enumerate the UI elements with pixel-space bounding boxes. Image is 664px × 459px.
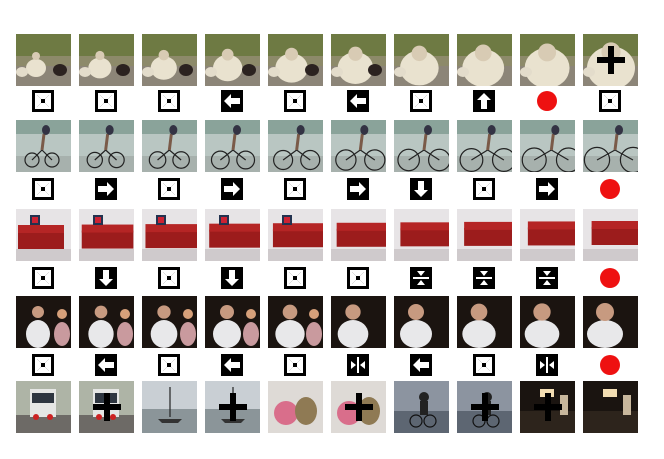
motorbike-2-thumbnail[interactable] bbox=[457, 381, 512, 433]
sheep-2-thumbnail[interactable] bbox=[79, 34, 134, 86]
people-10-thumbnail[interactable] bbox=[583, 296, 638, 348]
zoom-out-arrow-icon bbox=[410, 90, 432, 112]
stop-dot-icon bbox=[536, 90, 558, 112]
motorbike-1-thumbnail[interactable] bbox=[394, 381, 449, 433]
sofa-8-thumbnail[interactable] bbox=[457, 209, 512, 261]
right-arrow-icon bbox=[536, 178, 558, 200]
zoom-out-arrow-icon bbox=[284, 178, 306, 200]
people-2-thumbnail[interactable] bbox=[79, 296, 134, 348]
people-8-thumbnail[interactable] bbox=[457, 296, 512, 348]
chair-2-thumbnail[interactable] bbox=[331, 381, 386, 433]
left-arrow-icon bbox=[221, 354, 243, 376]
sofa-1-thumbnail[interactable] bbox=[16, 209, 71, 261]
right-arrow-icon bbox=[95, 178, 117, 200]
squeeze-v-arrow-icon bbox=[410, 267, 432, 289]
sofa-5-thumbnail[interactable] bbox=[268, 209, 323, 261]
zoom-out-arrow-icon bbox=[95, 90, 117, 112]
zoom-out-arrow-icon bbox=[32, 354, 54, 376]
squeeze-h-arrow-icon bbox=[536, 354, 558, 376]
zoom-out-arrow-icon bbox=[158, 354, 180, 376]
sheep-7-thumbnail[interactable] bbox=[394, 34, 449, 86]
zoom-out-arrow-icon bbox=[347, 267, 369, 289]
cyclist-9-thumbnail[interactable] bbox=[520, 120, 575, 172]
people-7-thumbnail[interactable] bbox=[394, 296, 449, 348]
cyclist-6-thumbnail[interactable] bbox=[331, 120, 386, 172]
up-arrow-icon bbox=[473, 90, 495, 112]
zoom-out-arrow-icon bbox=[158, 178, 180, 200]
cyclist-4-thumbnail[interactable] bbox=[205, 120, 260, 172]
cyclist-3-thumbnail[interactable] bbox=[142, 120, 197, 172]
sofa-6-thumbnail[interactable] bbox=[331, 209, 386, 261]
zoom-out-arrow-icon bbox=[284, 354, 306, 376]
sheep-9-thumbnail[interactable] bbox=[520, 34, 575, 86]
zoom-out-arrow-icon bbox=[32, 267, 54, 289]
cyclist-10-thumbnail[interactable] bbox=[583, 120, 638, 172]
sofa-2-thumbnail[interactable] bbox=[79, 209, 134, 261]
left-arrow-icon bbox=[221, 90, 243, 112]
left-arrow-icon bbox=[347, 90, 369, 112]
squeeze-v-arrow-icon bbox=[536, 267, 558, 289]
people-3-thumbnail[interactable] bbox=[142, 296, 197, 348]
stop-dot-icon bbox=[599, 267, 621, 289]
sheep-4-thumbnail[interactable] bbox=[205, 34, 260, 86]
people-6-thumbnail[interactable] bbox=[331, 296, 386, 348]
sofa-3-thumbnail[interactable] bbox=[142, 209, 197, 261]
sheep-10-thumbnail[interactable] bbox=[583, 34, 638, 86]
squeeze-h-arrow-icon bbox=[347, 354, 369, 376]
stop-dot-icon bbox=[599, 178, 621, 200]
sheep-6-thumbnail[interactable] bbox=[331, 34, 386, 86]
zoom-out-arrow-icon bbox=[158, 90, 180, 112]
people-4-thumbnail[interactable] bbox=[205, 296, 260, 348]
bus-1-thumbnail[interactable] bbox=[16, 381, 71, 433]
sofa-10-thumbnail[interactable] bbox=[583, 209, 638, 261]
zoom-out-arrow-icon bbox=[284, 90, 306, 112]
zoom-out-arrow-icon bbox=[284, 267, 306, 289]
bus-2-thumbnail[interactable] bbox=[79, 381, 134, 433]
sofa-7-thumbnail[interactable] bbox=[394, 209, 449, 261]
zoom-out-arrow-icon bbox=[158, 267, 180, 289]
sheep-3-thumbnail[interactable] bbox=[142, 34, 197, 86]
down-arrow-icon bbox=[410, 178, 432, 200]
cyclist-5-thumbnail[interactable] bbox=[268, 120, 323, 172]
zoom-out-arrow-icon bbox=[473, 354, 495, 376]
chair-1-thumbnail[interactable] bbox=[268, 381, 323, 433]
cyclist-1-thumbnail[interactable] bbox=[16, 120, 71, 172]
down-arrow-icon bbox=[221, 267, 243, 289]
left-arrow-icon bbox=[95, 354, 117, 376]
sofa-4-thumbnail[interactable] bbox=[205, 209, 260, 261]
right-arrow-icon bbox=[347, 178, 369, 200]
boat-1-thumbnail[interactable] bbox=[142, 381, 197, 433]
boat-2-thumbnail[interactable] bbox=[205, 381, 260, 433]
people-9-thumbnail[interactable] bbox=[520, 296, 575, 348]
right-arrow-icon bbox=[221, 178, 243, 200]
zoom-out-arrow-icon bbox=[599, 90, 621, 112]
zoom-out-arrow-icon bbox=[32, 90, 54, 112]
left-arrow-icon bbox=[410, 354, 432, 376]
zoom-out-arrow-icon bbox=[32, 178, 54, 200]
zoom-out-arrow-icon bbox=[473, 178, 495, 200]
cyclist-8-thumbnail[interactable] bbox=[457, 120, 512, 172]
cyclist-7-thumbnail[interactable] bbox=[394, 120, 449, 172]
people-1-thumbnail[interactable] bbox=[16, 296, 71, 348]
people-5-thumbnail[interactable] bbox=[268, 296, 323, 348]
room-1-thumbnail[interactable] bbox=[520, 381, 575, 433]
cyclist-2-thumbnail[interactable] bbox=[79, 120, 134, 172]
sheep-1-thumbnail[interactable] bbox=[16, 34, 71, 86]
room-2-thumbnail[interactable] bbox=[583, 381, 638, 433]
sofa-9-thumbnail[interactable] bbox=[520, 209, 575, 261]
sheep-8-thumbnail[interactable] bbox=[457, 34, 512, 86]
squeeze-v-arrow-icon bbox=[473, 267, 495, 289]
down-arrow-icon bbox=[95, 267, 117, 289]
stop-dot-icon bbox=[599, 354, 621, 376]
sheep-5-thumbnail[interactable] bbox=[268, 34, 323, 86]
